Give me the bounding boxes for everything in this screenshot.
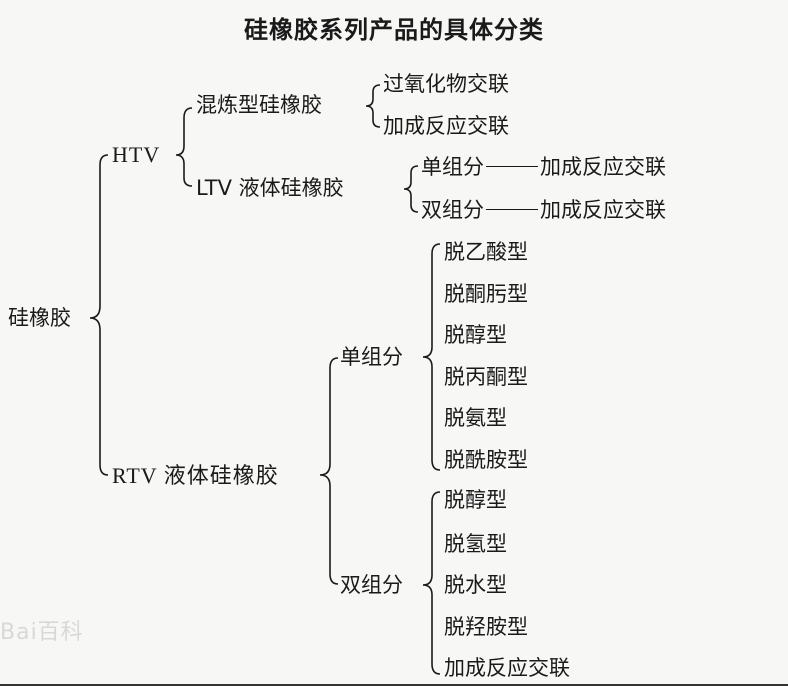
rtv-double-label: 双组分 xyxy=(340,573,403,597)
mixed-item: 过氧化物交联 xyxy=(383,72,509,96)
ltv-component: 单组分 xyxy=(421,155,484,179)
root-brace xyxy=(89,154,109,476)
bottom-rule xyxy=(0,684,788,686)
rtv-single-label: 单组分 xyxy=(340,345,403,369)
rtv-single-item: 脱醇型 xyxy=(444,323,507,347)
rtv-double-item: 脱羟胺型 xyxy=(444,615,528,639)
diagram-title: 硅橡胶系列产品的具体分类 xyxy=(244,16,544,44)
dash-line xyxy=(486,165,538,167)
ltv-label: LTV 液体硅橡胶 xyxy=(196,176,344,200)
mixed-item: 加成反应交联 xyxy=(383,114,509,138)
single-brace xyxy=(422,243,441,471)
rtv-double-item: 加成反应交联 xyxy=(444,656,570,680)
root-label: 硅橡胶 xyxy=(8,306,71,330)
ltv-brace xyxy=(403,165,419,213)
ltv-row: 双组分 加成反应交联 xyxy=(421,200,666,221)
rtv-label: RTV 液体硅橡胶 xyxy=(112,465,279,487)
double-brace xyxy=(422,491,441,675)
mixed-label: 混炼型硅橡胶 xyxy=(196,93,322,117)
rtv-single-item: 脱丙酮型 xyxy=(444,365,528,389)
rtv-single-item: 脱酰胺型 xyxy=(444,448,528,472)
rtv-label-text: RTV 液体硅橡胶 xyxy=(112,463,279,488)
htv-brace xyxy=(175,107,193,187)
rtv-double-item: 脱氢型 xyxy=(444,532,507,556)
ltv-row: 单组分 加成反应交联 xyxy=(421,157,666,178)
watermark-logo: Bai百科 xyxy=(0,620,84,645)
rtv-single-item: 脱氨型 xyxy=(444,406,507,430)
dash-line xyxy=(486,208,538,210)
ltv-cure: 加成反应交联 xyxy=(540,198,666,222)
rtv-double-item: 脱水型 xyxy=(444,573,507,597)
ltv-cure: 加成反应交联 xyxy=(540,155,666,179)
htv-label: HTV xyxy=(112,142,161,167)
rtv-double-item: 脱醇型 xyxy=(444,488,507,512)
ltv-component: 双组分 xyxy=(421,198,484,222)
rtv-brace xyxy=(319,357,339,585)
mixed-brace xyxy=(365,84,381,128)
rtv-single-item: 脱乙酸型 xyxy=(444,240,528,264)
rtv-single-item: 脱酮肟型 xyxy=(444,282,528,306)
